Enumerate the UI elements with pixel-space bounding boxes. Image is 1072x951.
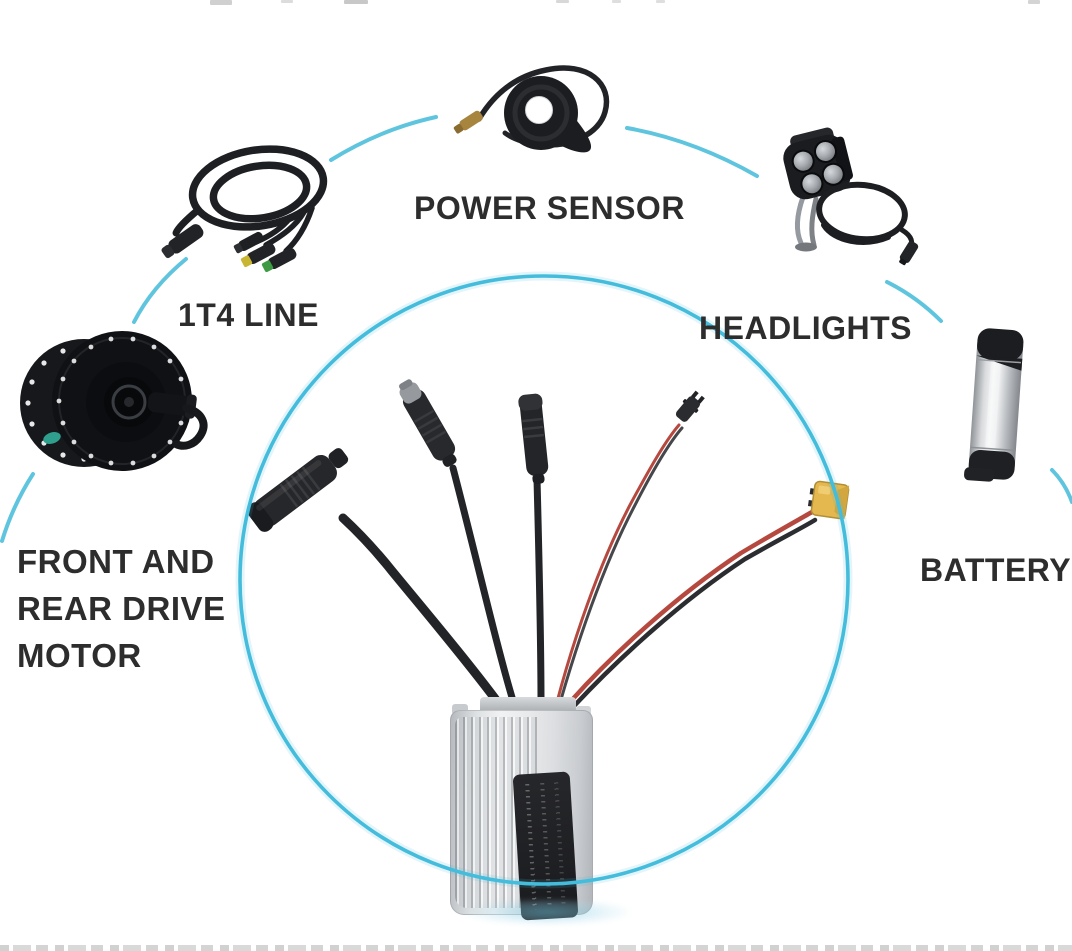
controller-mount-tab [452,704,468,715]
hub-motor-photo [20,331,208,471]
arc-1t4-to-motor [132,257,188,324]
headlight-connector-cable-red [555,423,681,704]
arc-sensor-to-headlight [625,126,759,178]
battery-label: BATTERY [920,552,1072,588]
cropped-print-mark [281,0,293,3]
bottle-battery-photo [964,328,1024,482]
led-headlight-photo [783,127,919,266]
silver-tip-connector [399,379,457,467]
arc-motor-down [0,472,35,543]
1t4-main-connector [161,224,204,259]
center-circle-glow [235,271,853,889]
1t4-branch-connector-dark [233,231,264,254]
arc-1t4-to-sensor [329,115,438,162]
motor-cable [172,404,208,450]
controller-lid [480,697,576,712]
sensor-brass-connector [453,110,483,134]
power-sensor-label: POWER SENSOR [414,190,685,226]
middle-black-connector [518,393,549,484]
controller-cables [246,379,850,709]
motor-cable-connector [246,448,349,532]
front-rear-drive-motor-label: FRONT AND REAR DRIVE MOTOR [17,538,226,679]
headlights-label: HEADLIGHTS [699,310,912,346]
1t4-branch-connector-yellow [240,242,276,268]
motor-connector-cable [338,513,504,709]
cropped-print-mark [612,0,621,3]
outer-connector-arcs [0,115,1072,543]
motor-controller-photo [450,697,593,921]
cropped-print-mark [556,0,569,3]
cropped-text-strip [0,945,1072,951]
controller-glow-shadow [462,898,632,926]
cropped-print-mark [344,0,368,4]
motor-badge [43,432,61,444]
controller-body [450,710,593,921]
motor-label-line3: MOTOR [17,637,142,674]
battery-cable-red [568,509,815,704]
1T4-cable-harness-photo [161,145,328,273]
cropped-print-mark [656,0,665,3]
pedal-assist-sensor-photo [453,65,610,153]
motor-label-line1: FRONT AND [17,543,215,580]
center-circle [238,274,850,886]
sensor-center-hole [525,96,553,124]
arc-headlight-to-battery [885,280,943,323]
headlight-head [783,127,854,200]
1t4-line-label: 1T4 LINE [178,297,319,333]
small-plug-connector [675,390,705,422]
motor-label-line2: REAR DRIVE [17,590,226,627]
cropped-print-mark [210,0,232,5]
display-connector-cable [449,464,518,708]
battery-cable-black [572,517,818,708]
headlight-cable-connector [899,241,919,266]
headlight-connector-cable-black [558,426,684,705]
middle-connector-cable [533,475,545,708]
cropped-print-mark [1028,0,1040,4]
arc-battery-down [1050,468,1072,504]
1t4-branch-connector-green [261,247,297,273]
